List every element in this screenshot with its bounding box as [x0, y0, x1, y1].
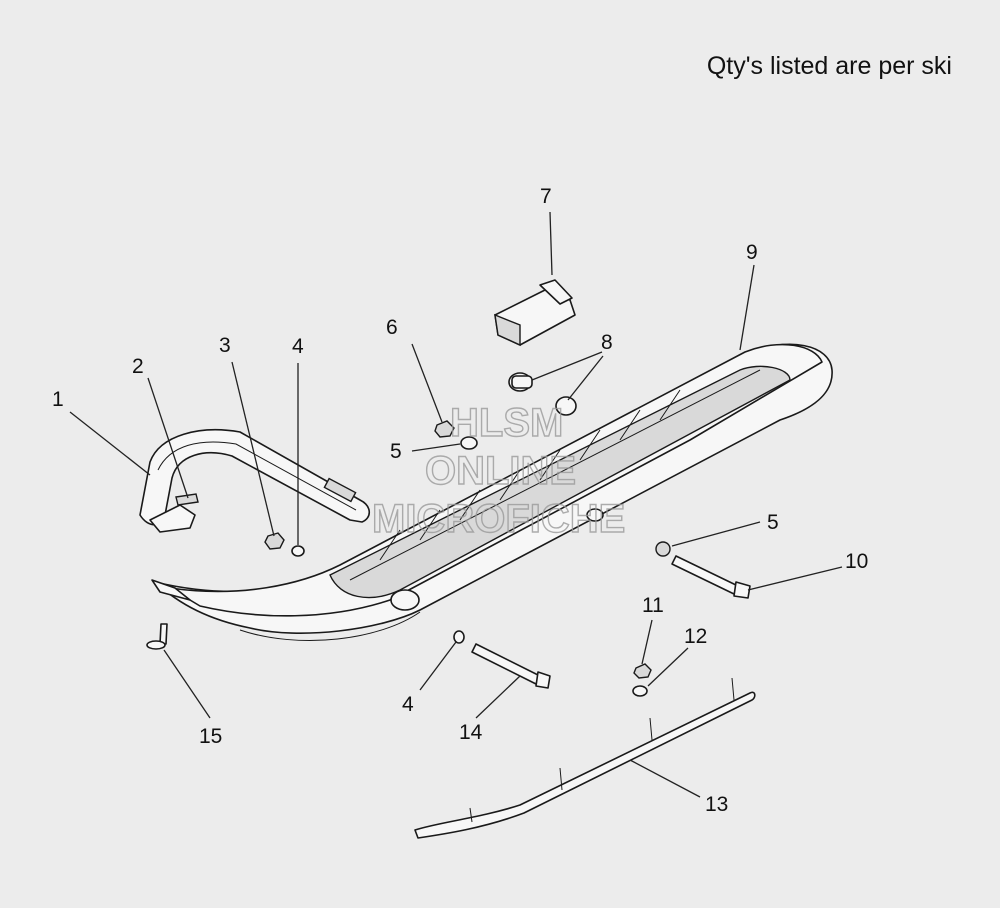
part-4-washer-top: [291, 545, 305, 557]
part-14-bolt: [471, 643, 551, 689]
part-11-nut: [633, 663, 652, 679]
callout-11: 11: [642, 594, 664, 617]
part-6-nut: [434, 420, 455, 438]
part-5-washer-top: [460, 436, 478, 450]
callout-4-upper: 4: [292, 335, 304, 358]
callout-8: 8: [601, 331, 613, 354]
callout-3: 3: [219, 334, 231, 357]
callout-9: 9: [746, 241, 758, 264]
callout-4-lower: 4: [402, 693, 414, 716]
callouts: 1 2 3 4 4 5 5 6 7 8 9 10 11 12 13 14 15: [52, 185, 868, 816]
part-4-washer-lower: [453, 630, 465, 644]
watermark-line-3: MICROFICHE: [372, 497, 625, 541]
callout-10: 10: [845, 550, 868, 573]
part-13-wear-bar: [414, 677, 756, 839]
part-8-bushings: [508, 372, 577, 416]
part-12-washer: [632, 685, 648, 697]
part-10-bolt: [671, 555, 751, 599]
callout-15: 15: [199, 725, 222, 748]
callout-5-right: 5: [767, 511, 779, 534]
ski-body: [151, 343, 833, 641]
callout-7: 7: [540, 185, 552, 208]
part-5-washer-right: [655, 541, 671, 557]
watermark-line-2: ONLINE: [425, 449, 576, 493]
part-7-block: [494, 279, 576, 347]
callout-5-left: 5: [390, 440, 402, 463]
watermark: HLSM ONLINE MICROFICHE: [371, 400, 626, 541]
callout-2: 2: [132, 355, 144, 378]
callout-12: 12: [684, 625, 707, 648]
leader-lines: [69, 211, 843, 798]
callout-6: 6: [386, 316, 398, 339]
part-15-pin: [146, 623, 168, 650]
callout-1: 1: [52, 388, 64, 411]
callout-14: 14: [459, 721, 483, 744]
part-2-clip: [149, 493, 199, 533]
part-3-nut: [264, 532, 285, 550]
callout-13: 13: [705, 793, 728, 816]
qty-note: Qty's listed are per ski: [706, 52, 952, 80]
watermark-line-1: HLSM: [450, 401, 563, 445]
